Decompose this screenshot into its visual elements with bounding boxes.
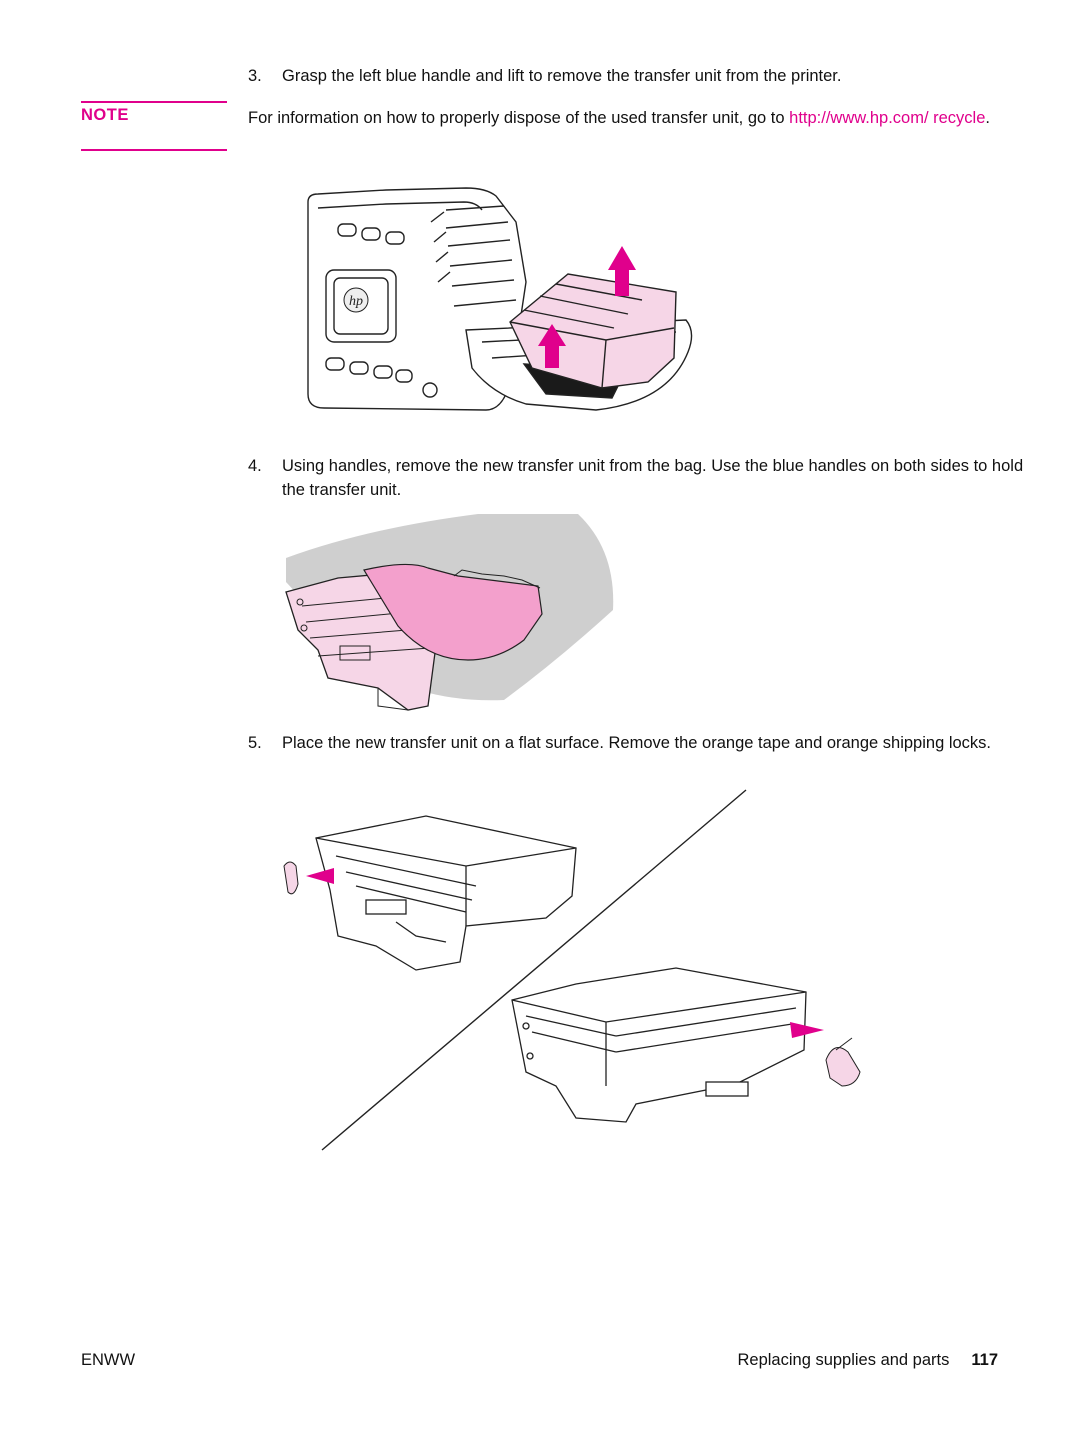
note-label: NOTE	[81, 106, 129, 124]
note-rule-top	[81, 101, 227, 103]
note-rule-bottom	[81, 149, 227, 151]
step-text: Place the new transfer unit on a flat su…	[282, 734, 992, 752]
note-text: For information on how to properly dispo…	[248, 106, 1038, 130]
footer-section: Replacing supplies and parts	[737, 1351, 950, 1369]
step-text: Grasp the left blue handle and lift to r…	[282, 67, 842, 85]
footer-right: Replacing supplies and parts 117	[737, 1351, 998, 1370]
footer-left: ENWW	[81, 1351, 136, 1369]
figure-unpack-transfer-unit	[285, 514, 614, 711]
hp-logo-icon: hp	[349, 294, 363, 309]
figure-remove-transfer-unit: hp	[307, 187, 693, 411]
step-3: 3. Grasp the left blue handle and lift t…	[248, 64, 1028, 88]
step-number: 3.	[248, 67, 262, 85]
step-number: 4.	[248, 457, 262, 475]
recycle-link[interactable]: http://www.hp.com/ recycle	[789, 109, 986, 127]
note-body: For information on how to properly dispo…	[248, 109, 790, 127]
figure-remove-shipping-locks	[283, 789, 861, 1151]
step-5: 5. Place the new transfer unit on a flat…	[248, 731, 1028, 755]
note-period: .	[985, 109, 990, 127]
page-number: 117	[971, 1351, 998, 1369]
step-4: 4. Using handles, remove the new transfe…	[248, 454, 1028, 502]
step-text: Using handles, remove the new transfer u…	[282, 457, 1024, 499]
step-number: 5.	[248, 734, 262, 752]
